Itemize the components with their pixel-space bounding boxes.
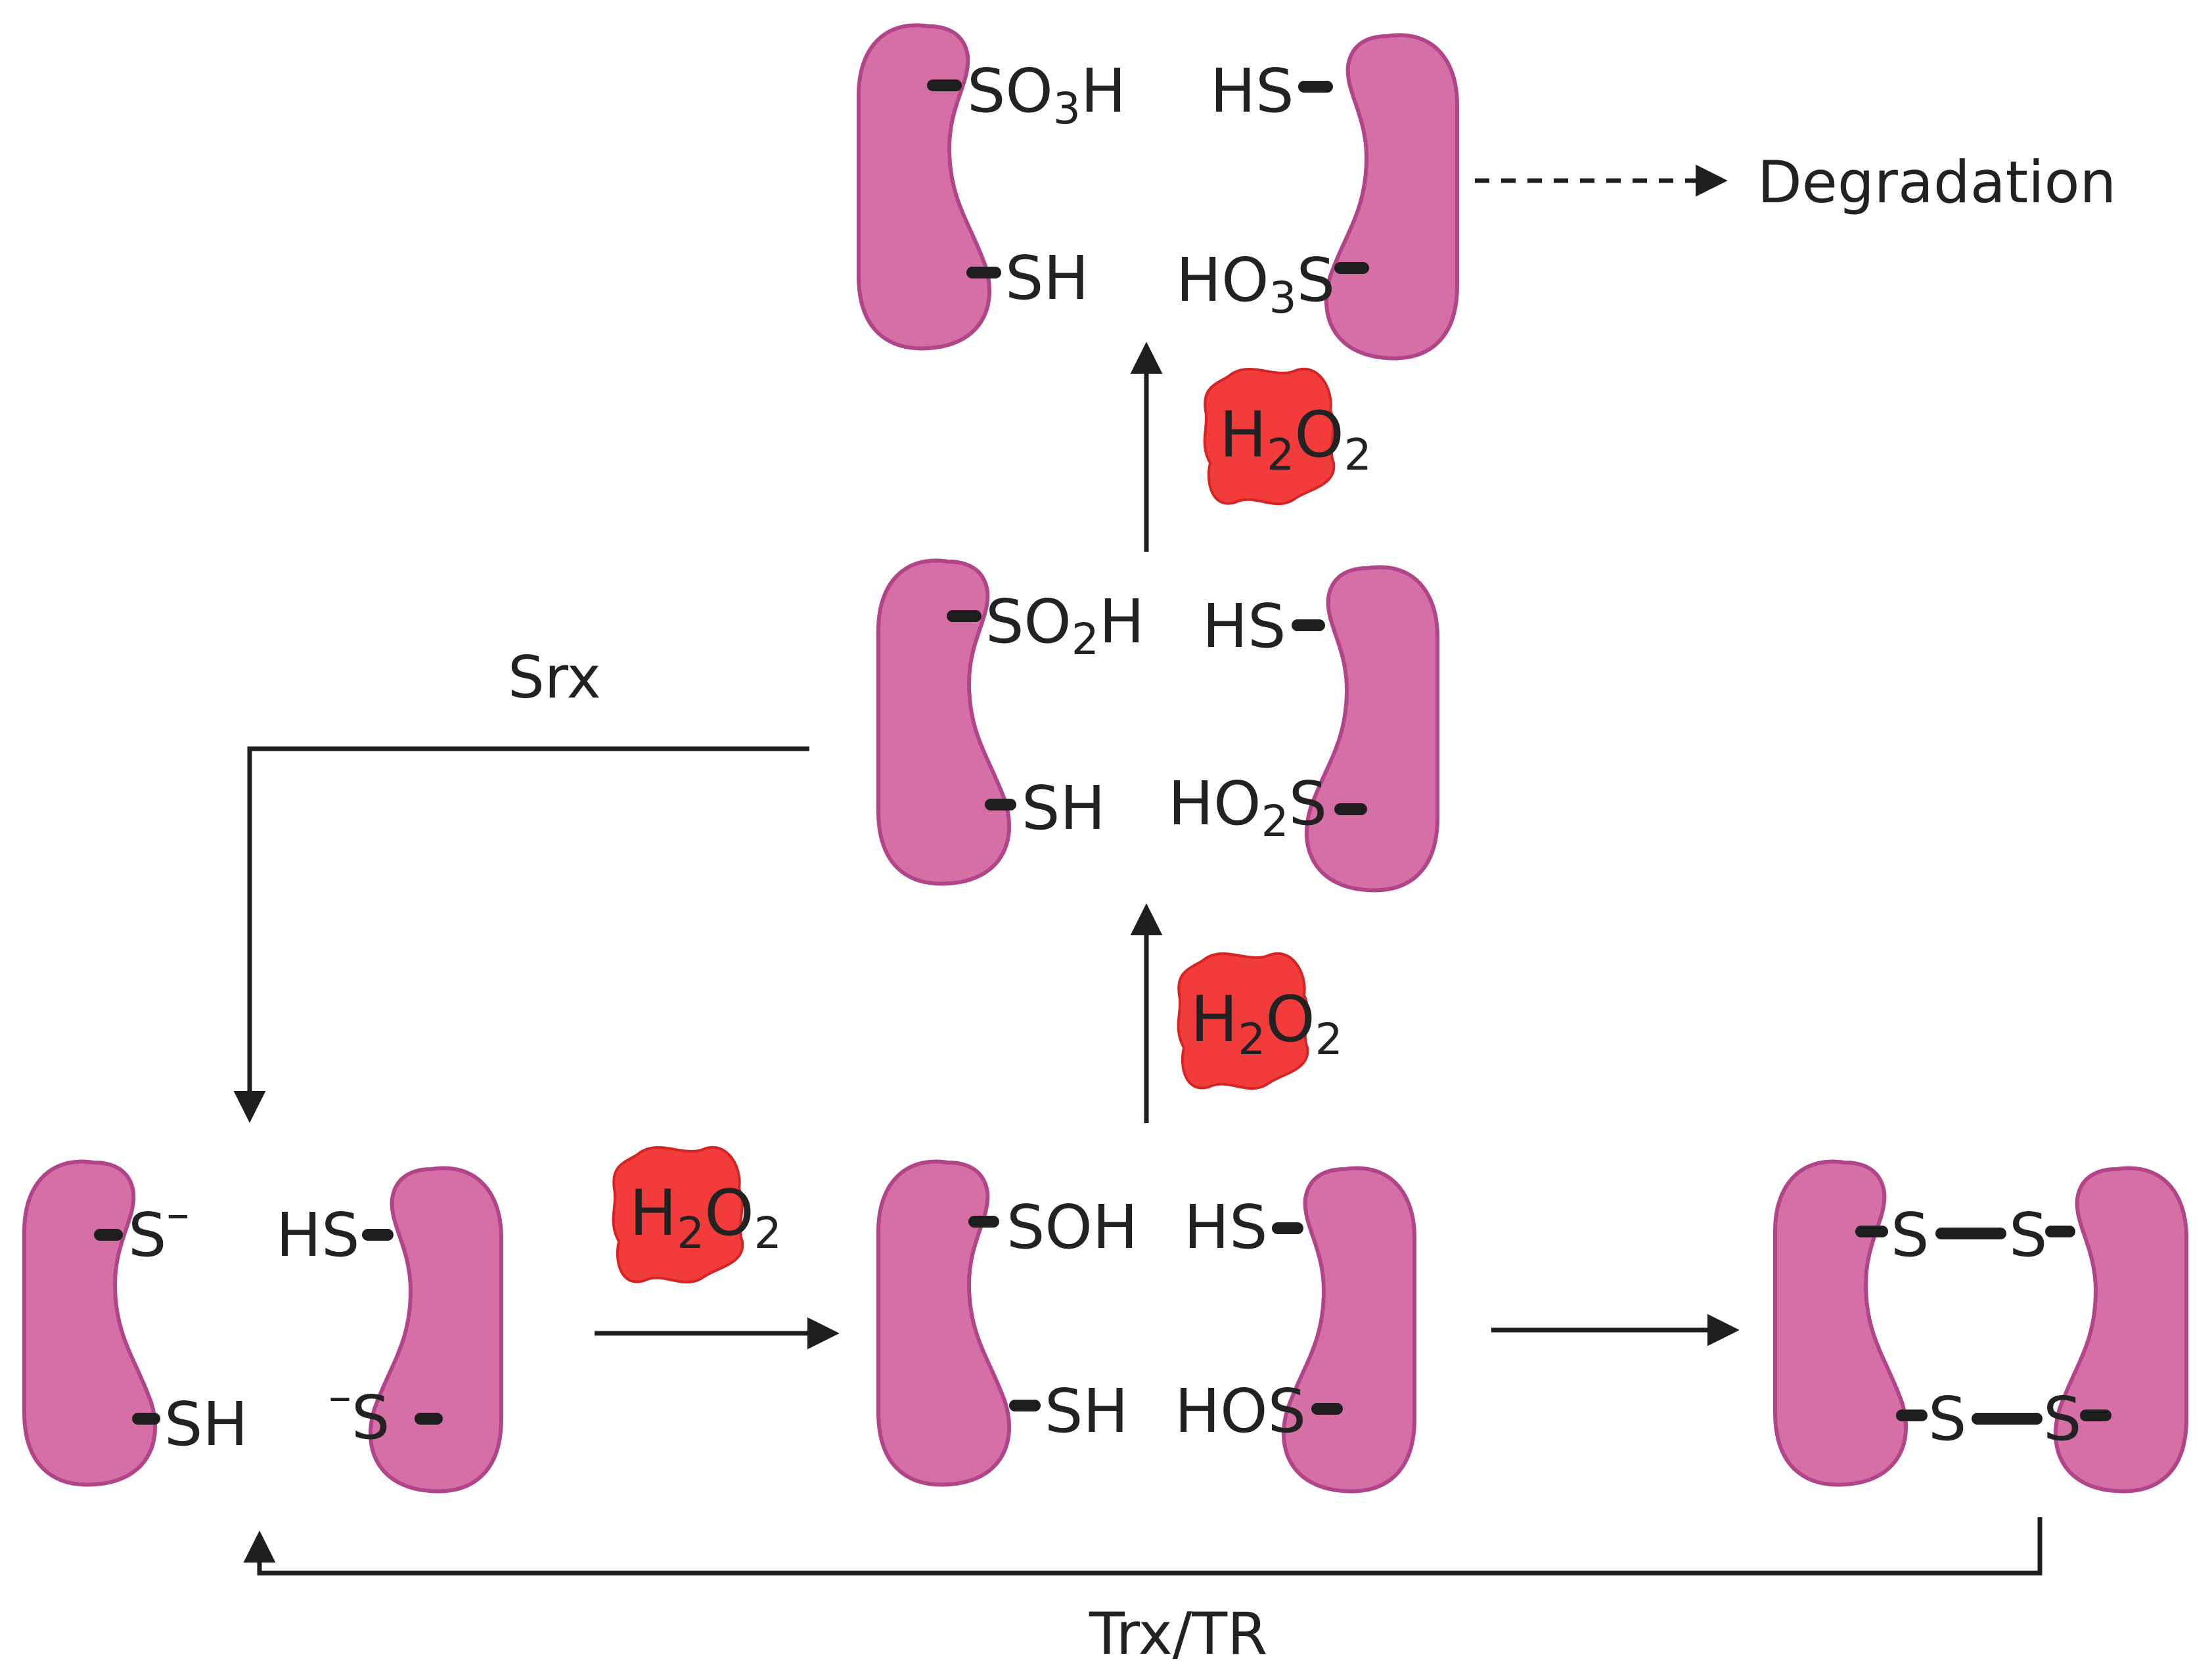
protein-a-right bbox=[371, 1168, 501, 1491]
h2o2-blob-bottom: H2O2 bbox=[612, 1145, 782, 1284]
h2o2-blob-middle: H2O2 bbox=[1177, 952, 1343, 1090]
group-b-right-bottom: HOS bbox=[1175, 1376, 1306, 1446]
group-c-left-bottom: S bbox=[1928, 1384, 1966, 1454]
group-d-right-top: HS bbox=[1202, 591, 1286, 661]
group-b-left-top: SOH bbox=[1006, 1192, 1138, 1262]
complex-e-groups: SO3H SH HS HO3S bbox=[927, 56, 1369, 323]
group-b-left-bottom: SH bbox=[1045, 1376, 1129, 1446]
group-e-right-bottom: HO3S bbox=[1176, 245, 1335, 323]
group-e-left-bottom: SH bbox=[1005, 243, 1089, 313]
group-d-left-top: SO2H bbox=[985, 587, 1144, 665]
complex-d-groups: SO2H SH HS HO2S bbox=[947, 587, 1367, 847]
arrow-srx bbox=[233, 746, 809, 1123]
h2o2-blob-top: H2O2 bbox=[1203, 367, 1372, 506]
complex-b-groups: SOH SH HS HOS bbox=[968, 1192, 1343, 1446]
complex-a-groups: S– SH HS –S bbox=[94, 1187, 443, 1459]
group-e-left-top: SO3H bbox=[967, 56, 1126, 134]
arrow-trx-tr bbox=[243, 1517, 2043, 1576]
group-c-left-top: S bbox=[1891, 1200, 1929, 1270]
group-a-left-top: S– bbox=[128, 1187, 189, 1270]
complex-c-groups: S S S S bbox=[1855, 1200, 2111, 1454]
group-c-right-top: S bbox=[2009, 1200, 2047, 1270]
protein-d-right bbox=[1307, 567, 1437, 890]
group-e-right-top: HS bbox=[1210, 56, 1294, 126]
protein-c-left bbox=[1775, 1161, 1906, 1484]
label-trx-tr: Trx/TR bbox=[1089, 1600, 1267, 1665]
label-srx: Srx bbox=[508, 644, 601, 711]
h2o2-label: H2O2 bbox=[1190, 983, 1343, 1065]
group-b-right-top: HS bbox=[1184, 1192, 1268, 1262]
group-a-right-top: HS bbox=[276, 1200, 360, 1270]
group-a-right-bottom: –S bbox=[328, 1369, 390, 1453]
protein-e-right bbox=[1326, 35, 1457, 358]
group-d-left-bottom: SH bbox=[1022, 773, 1106, 843]
group-d-right-bottom: HO2S bbox=[1168, 768, 1327, 847]
label-degradation: Degradation bbox=[1757, 148, 2116, 216]
group-c-right-bottom: S bbox=[2043, 1384, 2081, 1454]
group-a-left-bottom: SH bbox=[164, 1389, 248, 1459]
h2o2-label: H2O2 bbox=[629, 1176, 782, 1258]
protein-b-left bbox=[878, 1161, 1009, 1484]
h2o2-label: H2O2 bbox=[1219, 398, 1372, 480]
